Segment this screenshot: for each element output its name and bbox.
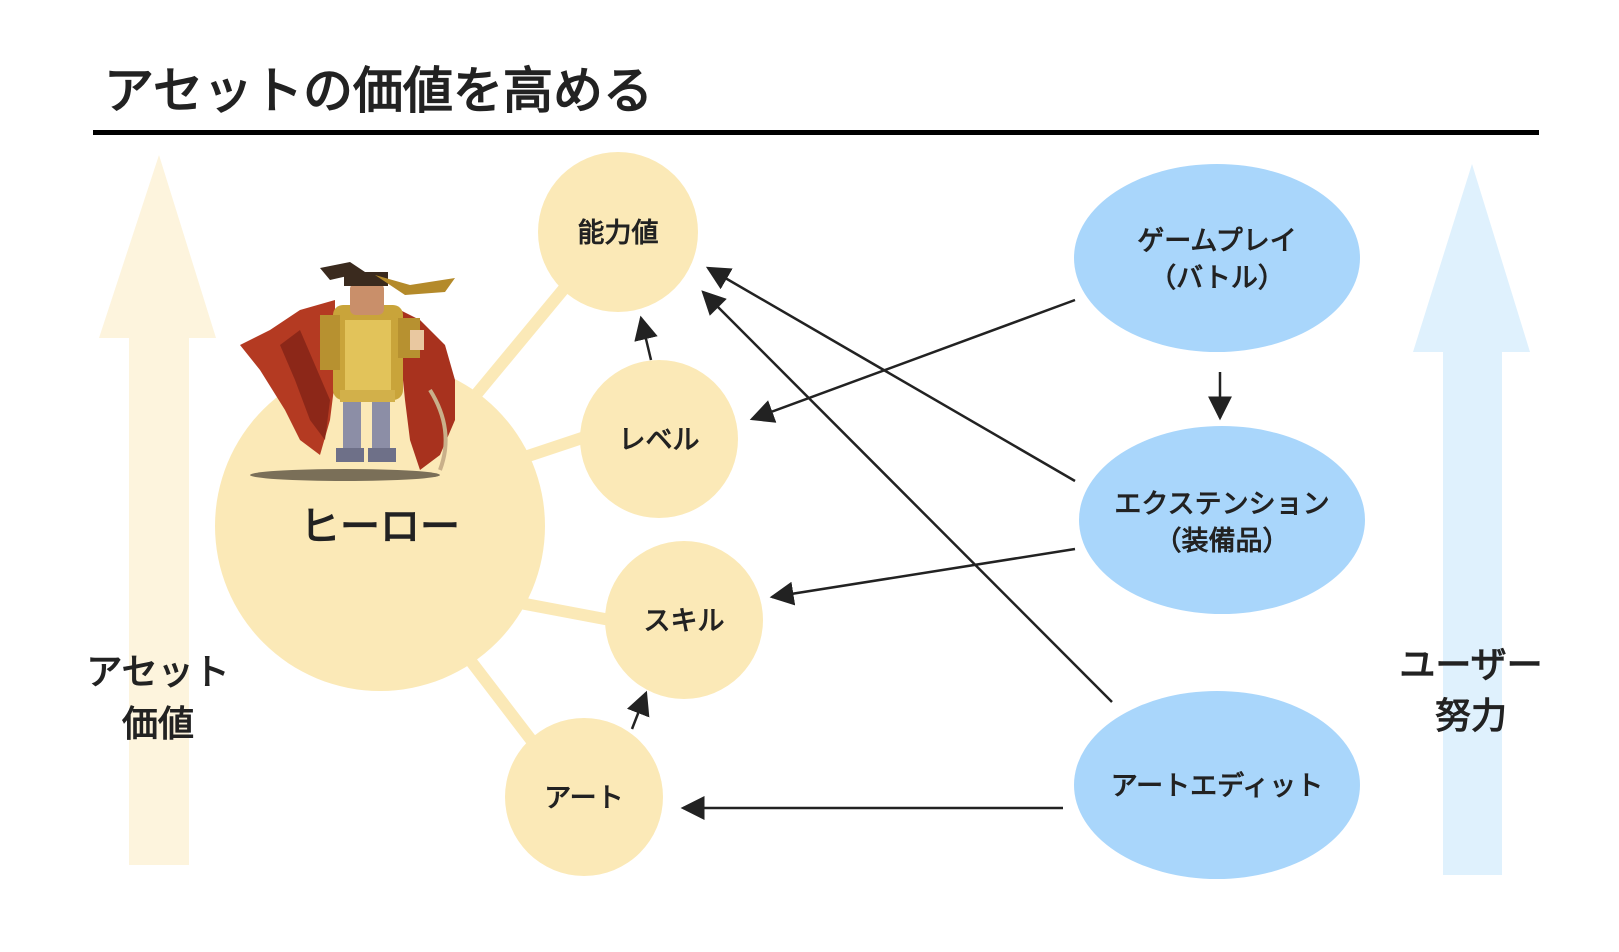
connector-hero-level — [516, 430, 594, 464]
effort-nodes — [1074, 164, 1365, 879]
level-node-label: レベル — [619, 425, 700, 456]
gameplay-node — [1074, 164, 1360, 352]
edge-level-to-ability — [634, 315, 658, 361]
extension-node — [1079, 426, 1365, 614]
asset-value-label-line2: 価値 — [121, 704, 194, 745]
user-effort-axis-arrow: ユーザー 努力 — [1399, 164, 1543, 875]
extension-node-label-line2: （装備品） — [1155, 525, 1290, 557]
hero-connectors — [464, 279, 616, 751]
pixel-knight-hero-icon — [240, 262, 455, 481]
level-node — [580, 360, 738, 518]
asset-value-label-line1: アセット — [86, 652, 229, 693]
ability-node — [538, 152, 698, 312]
connector-hero-ability — [464, 279, 573, 408]
skill-node-label: スキル — [644, 606, 725, 637]
user-effort-label-line1: ユーザー — [1399, 645, 1542, 686]
edge-gameplay-to-level — [749, 298, 1076, 423]
connector-hero-skill — [514, 597, 616, 626]
art-node-label: アート — [544, 783, 623, 814]
edge-art-to-skill — [626, 690, 650, 730]
art-node — [505, 718, 663, 876]
page-title: アセットの価値を高める — [104, 62, 653, 120]
extension-node-label-line1: エクステンション — [1114, 489, 1329, 520]
gameplay-node-label-line2: （バトル） — [1149, 263, 1285, 294]
hero-node-label: ヒーロー — [300, 504, 460, 550]
hero-node — [215, 361, 545, 691]
user-effort-label-line2: 努力 — [1435, 696, 1507, 737]
connector-hero-art — [464, 654, 541, 751]
user-effort-arrow-shape — [1413, 164, 1530, 875]
art-edit-node — [1074, 691, 1360, 879]
asset-value-axis-arrow: アセット 価値 — [86, 155, 230, 865]
effort-to-asset-edges — [626, 266, 1232, 820]
edge-artedit-to-ability — [701, 290, 1113, 703]
edge-extension-to-ability — [705, 266, 1076, 483]
art-edit-node-label: アートエディット — [1111, 770, 1324, 802]
skill-node — [605, 541, 763, 699]
asset-nodes — [215, 152, 763, 876]
asset-value-arrow-shape — [99, 155, 216, 865]
edge-extension-to-skill — [769, 547, 1076, 606]
title-underline — [93, 130, 1539, 135]
gameplay-node-label-line1: ゲームプレイ — [1137, 226, 1297, 257]
ability-node-label: 能力値 — [578, 217, 659, 249]
